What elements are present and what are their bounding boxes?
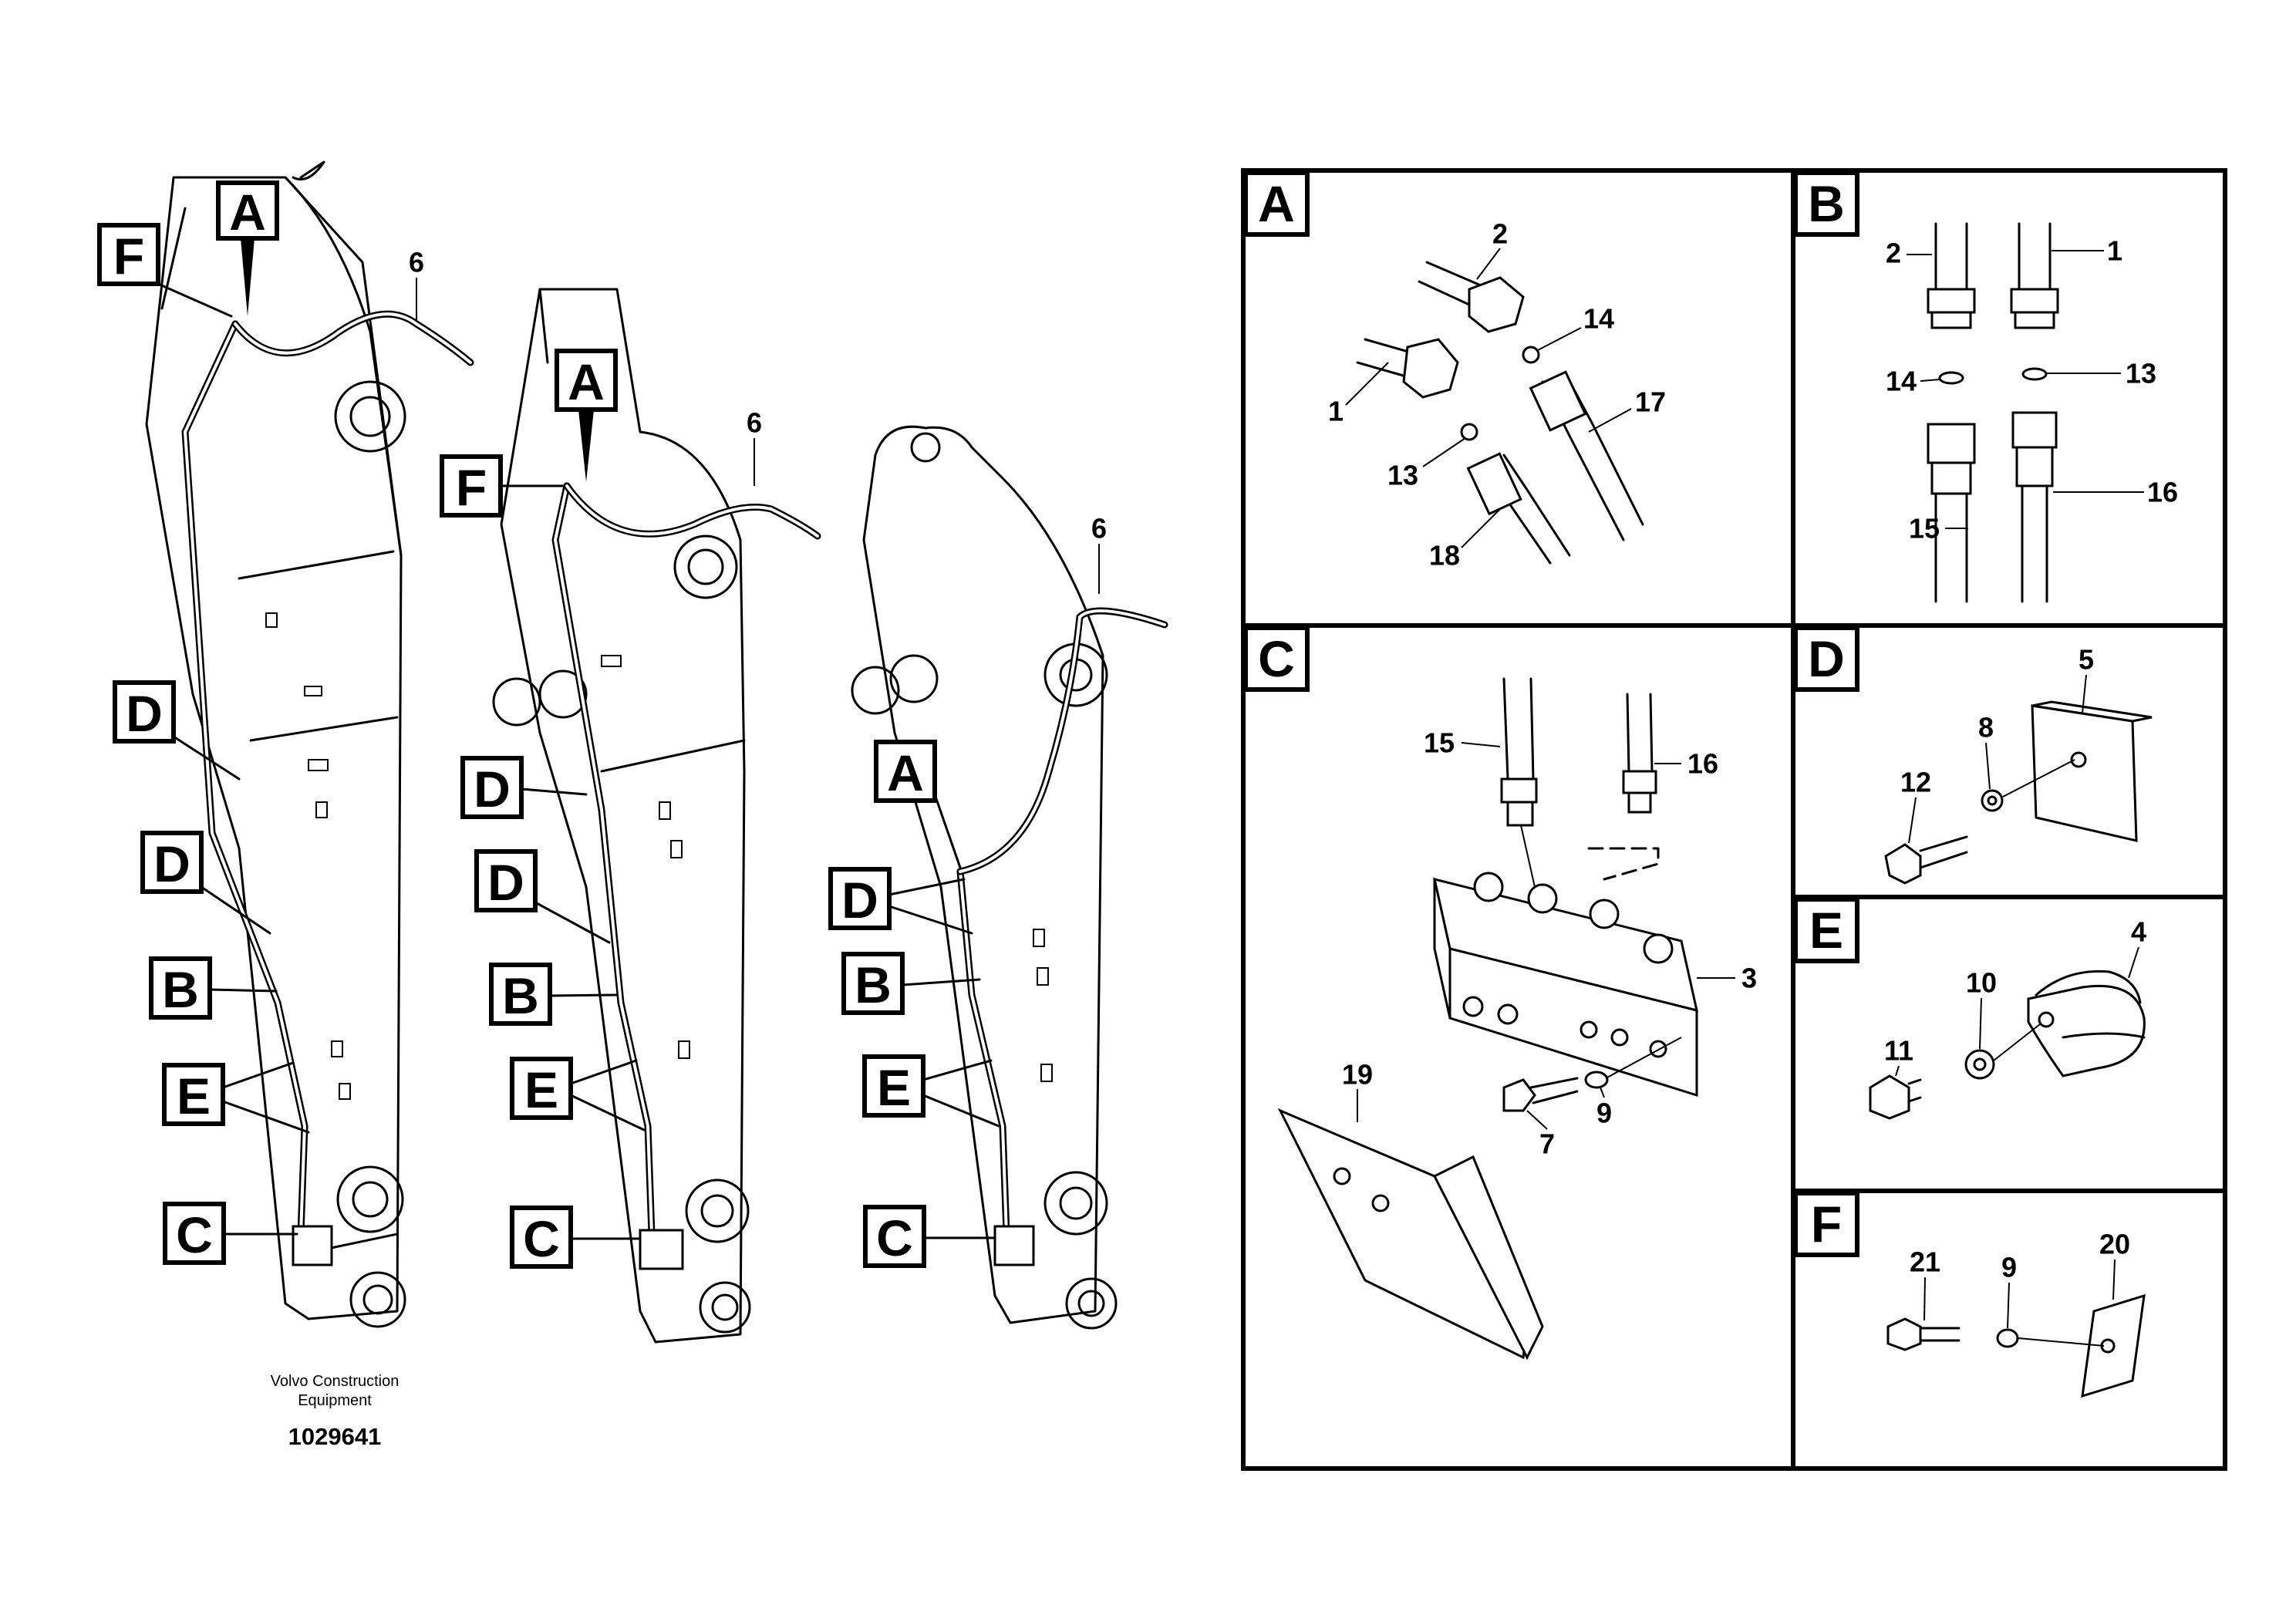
view-label-f-arm1: F bbox=[97, 223, 233, 318]
view-label-a-arm1: A bbox=[216, 180, 279, 316]
svg-text:C: C bbox=[1258, 630, 1295, 687]
svg-text:19: 19 bbox=[1342, 1059, 1373, 1091]
arm-view-2 bbox=[492, 288, 821, 1344]
panel-c-label: C bbox=[1243, 626, 1310, 692]
svg-text:C: C bbox=[523, 1210, 560, 1267]
svg-text:13: 13 bbox=[1387, 460, 1418, 491]
view-label-d1-arm2: D bbox=[460, 756, 588, 819]
view-label-e-arm1: E bbox=[162, 1061, 310, 1134]
view-label-a-arm3: A bbox=[874, 740, 962, 869]
svg-text:15: 15 bbox=[1909, 513, 1940, 545]
view-label-f-arm2: F bbox=[440, 454, 565, 518]
svg-text:B: B bbox=[855, 956, 892, 1013]
view-label-d2-arm2: D bbox=[474, 849, 611, 944]
panel-a-detail: 2 14 17 1 13 18 bbox=[1328, 218, 1666, 572]
panel-e-label: E bbox=[1793, 897, 1859, 963]
svg-text:E: E bbox=[1809, 902, 1843, 959]
panel-b-label: B bbox=[1793, 170, 1859, 237]
svg-text:1029641: 1029641 bbox=[288, 1423, 382, 1450]
svg-text:D: D bbox=[126, 685, 163, 742]
svg-text:Equipment: Equipment bbox=[298, 1392, 372, 1409]
svg-text:12: 12 bbox=[1900, 767, 1931, 798]
part-number-6-arm3: 6 bbox=[1091, 513, 1107, 594]
svg-text:8: 8 bbox=[1978, 712, 1994, 744]
svg-text:D: D bbox=[1808, 630, 1845, 687]
svg-text:E: E bbox=[177, 1067, 211, 1125]
svg-text:F: F bbox=[456, 459, 487, 516]
view-label-d2-arm1: D bbox=[140, 831, 271, 935]
svg-text:6: 6 bbox=[747, 407, 762, 439]
panel-b-detail: 2 1 14 13 16 15 bbox=[1886, 222, 2178, 603]
svg-text:D: D bbox=[474, 760, 511, 818]
svg-text:14: 14 bbox=[1583, 303, 1614, 335]
svg-text:9: 9 bbox=[2001, 1252, 2017, 1283]
part-number-6-arm2: 6 bbox=[747, 407, 762, 486]
svg-text:C: C bbox=[876, 1209, 913, 1266]
panel-f-label: F bbox=[1793, 1191, 1859, 1257]
svg-text:A: A bbox=[229, 184, 266, 241]
view-label-e-arm3: E bbox=[862, 1054, 1000, 1128]
svg-text:1: 1 bbox=[2107, 235, 2122, 267]
svg-text:E: E bbox=[877, 1059, 911, 1116]
svg-text:F: F bbox=[113, 228, 144, 285]
view-label-b-arm3: B bbox=[841, 952, 981, 1015]
svg-text:5: 5 bbox=[2079, 644, 2094, 676]
svg-text:2: 2 bbox=[1886, 238, 1901, 269]
svg-text:A: A bbox=[887, 744, 924, 801]
view-label-d1-arm1: D bbox=[113, 680, 241, 781]
svg-text:11: 11 bbox=[1884, 1035, 1913, 1067]
panel-d-detail: 5 8 12 bbox=[1884, 644, 2153, 885]
svg-text:4: 4 bbox=[2131, 916, 2146, 948]
caption: Volvo Construction Equipment 1029641 bbox=[271, 1373, 400, 1450]
svg-text:F: F bbox=[1811, 1195, 1842, 1253]
panel-c-detail: 15 16 3 19 7 9 bbox=[1277, 677, 1757, 1361]
view-label-c-arm3: C bbox=[863, 1205, 996, 1268]
svg-text:Volvo Construction: Volvo Construction bbox=[271, 1373, 400, 1390]
svg-text:6: 6 bbox=[1091, 513, 1107, 545]
svg-text:A: A bbox=[568, 353, 605, 410]
panel-e-detail: 4 10 11 bbox=[1869, 916, 2146, 1120]
view-label-a-arm2: A bbox=[555, 349, 618, 482]
view-label-c-arm1: C bbox=[163, 1202, 298, 1265]
svg-text:18: 18 bbox=[1429, 540, 1460, 572]
svg-text:15: 15 bbox=[1424, 727, 1455, 759]
svg-text:14: 14 bbox=[1886, 366, 1917, 397]
svg-text:21: 21 bbox=[1910, 1246, 1940, 1278]
svg-text:7: 7 bbox=[1539, 1128, 1555, 1160]
svg-text:B: B bbox=[162, 961, 199, 1018]
view-label-c-arm2: C bbox=[510, 1206, 642, 1269]
part-number-6-arm1: 6 bbox=[409, 247, 424, 320]
view-label-b-arm2: B bbox=[489, 963, 619, 1026]
view-label-e-arm2: E bbox=[510, 1057, 646, 1131]
svg-text:1: 1 bbox=[1328, 396, 1344, 427]
svg-text:16: 16 bbox=[1687, 748, 1718, 780]
view-label-d-arm3: D bbox=[828, 867, 973, 935]
panel-f-detail: 20 9 21 bbox=[1886, 1229, 2146, 1398]
svg-text:B: B bbox=[1808, 175, 1845, 232]
svg-text:A: A bbox=[1258, 175, 1295, 232]
svg-text:2: 2 bbox=[1492, 218, 1508, 250]
svg-text:20: 20 bbox=[2099, 1229, 2130, 1260]
panel-a-label: A bbox=[1243, 170, 1310, 237]
svg-text:13: 13 bbox=[2126, 358, 2156, 389]
arm-view-1 bbox=[145, 160, 474, 1328]
arm-view-3 bbox=[851, 425, 1168, 1330]
svg-text:D: D bbox=[153, 835, 190, 892]
svg-text:C: C bbox=[176, 1206, 213, 1263]
panel-d-label: D bbox=[1793, 626, 1859, 692]
svg-text:10: 10 bbox=[1966, 967, 1997, 999]
svg-text:9: 9 bbox=[1596, 1098, 1612, 1129]
svg-text:17: 17 bbox=[1635, 386, 1666, 418]
svg-text:D: D bbox=[841, 872, 878, 929]
svg-text:B: B bbox=[502, 967, 539, 1024]
svg-text:D: D bbox=[487, 854, 524, 911]
svg-text:E: E bbox=[524, 1061, 558, 1118]
view-label-b-arm1: B bbox=[149, 956, 278, 1020]
svg-text:6: 6 bbox=[409, 247, 424, 278]
svg-text:16: 16 bbox=[2147, 477, 2178, 508]
svg-text:3: 3 bbox=[1741, 963, 1757, 994]
